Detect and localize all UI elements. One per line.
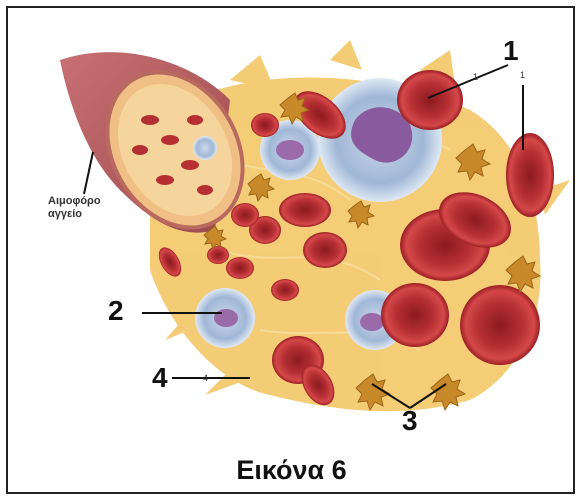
vessel-label-line2: αγγείο <box>48 208 101 221</box>
label-2: 2 <box>108 297 124 325</box>
vessel-label-line1: Αιμοφόρο <box>48 195 101 208</box>
figure-caption: Εικόνα 6 <box>0 455 583 486</box>
small-label-1a: 1 <box>473 72 478 82</box>
label-1: 1 <box>503 37 519 65</box>
label-3: 3 <box>402 407 418 435</box>
small-label-1b: 1 <box>520 70 525 80</box>
vessel-label: Αιμοφόρο αγγείο <box>48 195 101 221</box>
label-4: 4 <box>152 364 168 392</box>
small-label-4: 4 <box>203 373 208 383</box>
